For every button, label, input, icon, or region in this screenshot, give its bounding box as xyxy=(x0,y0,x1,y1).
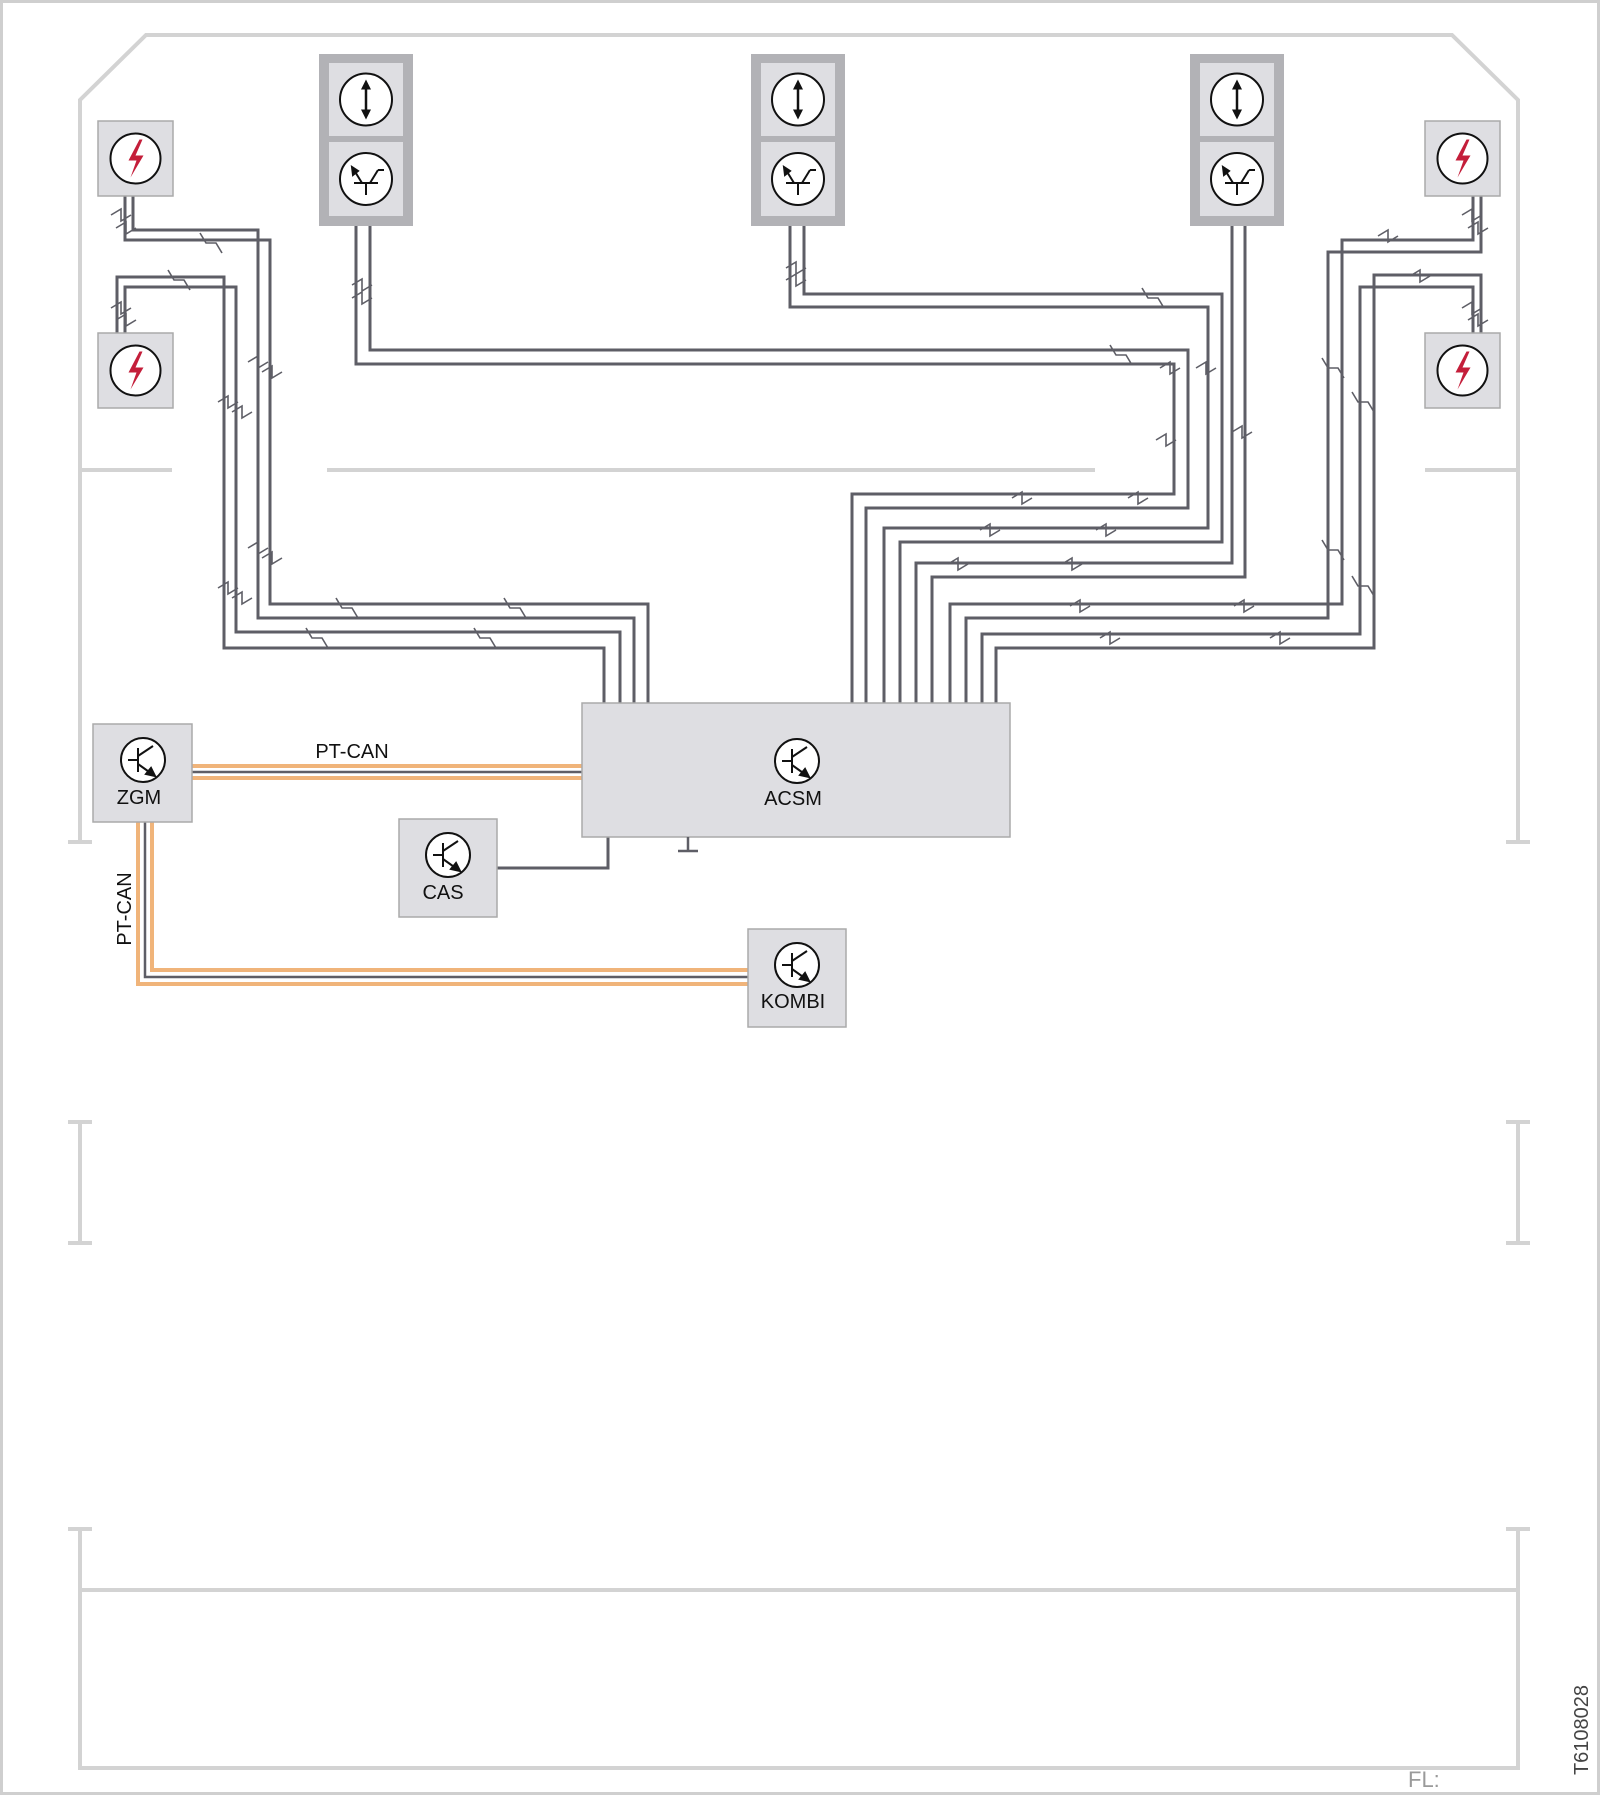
wire-sensor-right-a xyxy=(914,226,1234,703)
drawing-number: T6108028 xyxy=(1571,1685,1593,1775)
wire-pyro-lower-left-a xyxy=(123,285,622,703)
wire-cas-acsm xyxy=(497,836,610,870)
transistor-icon xyxy=(782,950,811,983)
cas-label: CAS xyxy=(422,882,463,904)
cas-unit: CAS xyxy=(398,818,498,918)
sensor-module-left xyxy=(319,54,413,226)
sensor-module-right xyxy=(1190,54,1284,226)
double-arrow-icon xyxy=(793,79,803,120)
zgm-unit: ZGM xyxy=(92,723,193,823)
zgm-label: ZGM xyxy=(117,787,161,809)
pt-can-vertical-label: PT-CAN xyxy=(114,872,136,945)
wire-sensor-left-b xyxy=(368,226,1190,703)
pyro-actuator-top-right xyxy=(1424,120,1501,197)
wire-pyro-top-right-b xyxy=(964,196,1483,703)
wire-pyro-top-right-a xyxy=(948,196,1475,703)
pyro-actuator-lower-right xyxy=(1424,332,1501,409)
transistor-sensor-icon xyxy=(782,164,816,195)
pt-can-bus xyxy=(136,764,748,986)
acsm-unit: ACSM xyxy=(581,702,1011,853)
pt-can-horizontal-label: PT-CAN xyxy=(315,741,388,763)
lightning-bolt-icon xyxy=(128,139,144,178)
wire-pyro-top-left-b xyxy=(131,196,636,703)
pyro-actuator-lower-left xyxy=(97,332,174,409)
wire-sensor-left-a xyxy=(354,226,1176,703)
lightning-bolt-icon xyxy=(1455,139,1471,178)
vehicle-outline xyxy=(68,33,1530,1770)
ground-symbol xyxy=(678,837,698,853)
wiring-harness xyxy=(115,196,1483,870)
transistor-icon xyxy=(433,840,462,873)
twist-markers xyxy=(110,207,1489,649)
kombi-label: KOMBI xyxy=(761,991,825,1013)
double-arrow-icon xyxy=(1232,79,1242,120)
lightning-bolt-icon xyxy=(128,351,144,390)
wire-sensor-center-b xyxy=(802,226,1224,703)
wire-sensor-center-a xyxy=(788,226,1210,703)
wire-pyro-lower-right-b xyxy=(994,273,1483,703)
transistor-icon xyxy=(128,745,157,778)
double-arrow-icon xyxy=(361,79,371,120)
pyro-actuator-top-left xyxy=(97,120,174,197)
transistor-sensor-icon xyxy=(350,164,384,195)
wire-sensor-right-b xyxy=(930,226,1247,703)
acsm-label: ACSM xyxy=(764,788,822,810)
corner-code: FL: xyxy=(1408,1767,1440,1792)
lightning-bolt-icon xyxy=(1455,351,1471,390)
transistor-sensor-icon xyxy=(1221,164,1255,195)
wire-pyro-lower-right-a xyxy=(980,285,1475,703)
kombi-unit: KOMBI xyxy=(747,928,847,1028)
transistor-icon xyxy=(782,746,811,779)
sensor-module-center xyxy=(751,54,845,226)
wire-pyro-top-left-a xyxy=(123,196,650,703)
wire-pyro-lower-left-b xyxy=(115,275,606,703)
